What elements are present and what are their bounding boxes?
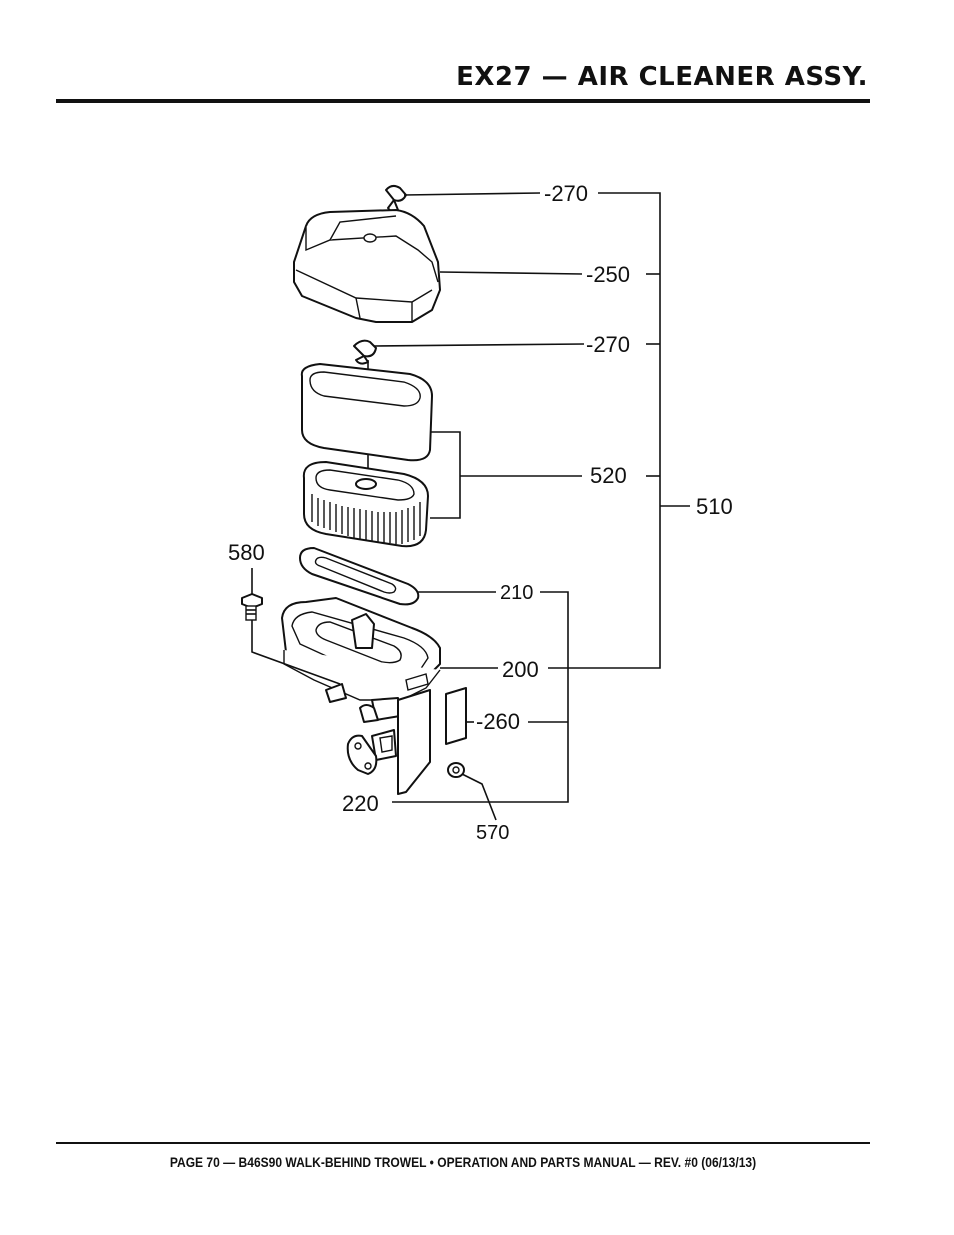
callout-210: 210 — [500, 582, 533, 604]
callout-580: 580 — [228, 540, 265, 565]
air-cleaner-base — [281, 597, 441, 723]
callout-220: 220 — [342, 791, 379, 816]
nut — [447, 762, 465, 778]
callout-260: -260 — [476, 709, 520, 734]
callout-200: 200 — [502, 657, 539, 682]
page-title: EX27 — AIR CLEANER ASSY. — [456, 62, 868, 92]
wing-nut-lower — [353, 339, 377, 365]
page-footer: PAGE 70 — B46S90 WALK-BEHIND TROWEL • OP… — [169, 1154, 757, 1170]
pre-cleaner-element — [300, 363, 433, 462]
label-plate — [445, 687, 467, 745]
wing-nut-top — [385, 184, 407, 213]
air-cleaner-cover — [293, 209, 441, 323]
callout-520: 520 — [590, 463, 627, 488]
footer-rule — [56, 1142, 870, 1144]
gasket — [299, 547, 420, 606]
bolt — [241, 593, 263, 621]
intake-gasket — [346, 734, 378, 775]
callout-250: -250 — [586, 262, 630, 287]
leader-lines — [251, 192, 690, 821]
callout-270-lower: -270 — [586, 332, 630, 357]
paper-filter-element — [302, 461, 429, 548]
callout-510: 510 — [696, 494, 733, 519]
callout-570: 570 — [476, 822, 509, 844]
header-rule — [56, 99, 870, 103]
intake-duct — [371, 689, 431, 795]
callout-270-top: -270 — [544, 181, 588, 206]
